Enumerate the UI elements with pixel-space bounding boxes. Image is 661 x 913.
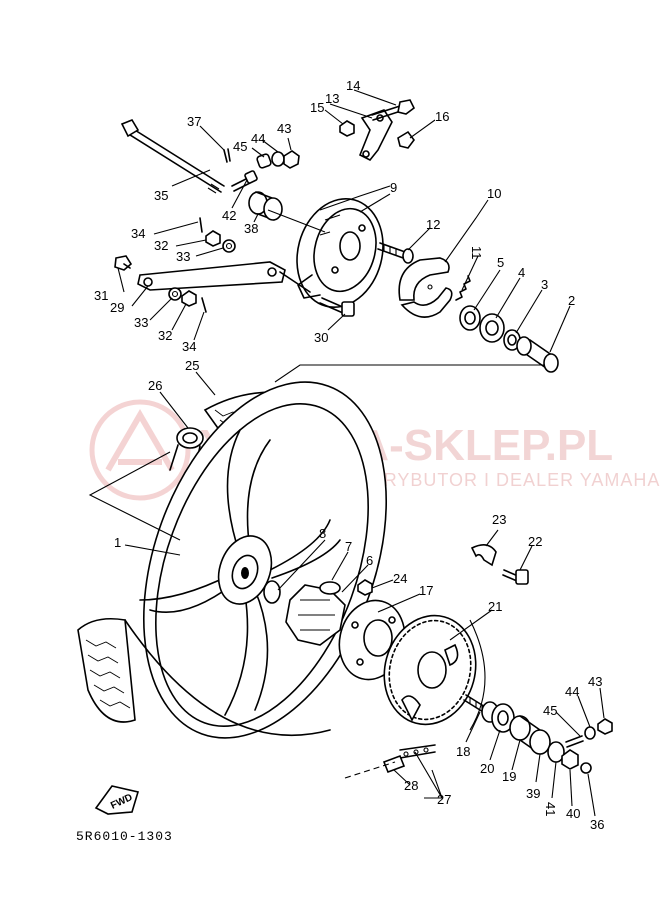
- callout-3: 3: [541, 277, 548, 292]
- part-nut-24: [357, 579, 373, 596]
- callout-30: 30: [314, 330, 328, 345]
- part-wheel-rim: [139, 381, 387, 739]
- callout-15: 15: [310, 100, 324, 115]
- part-rear-sprocket-21: [383, 614, 477, 726]
- callout-22: 22: [528, 534, 542, 549]
- part-camshaft-12: [377, 242, 414, 264]
- callout-5: 5: [497, 255, 504, 270]
- callout-4: 4: [518, 265, 525, 280]
- chain-path-dashed: [344, 761, 396, 779]
- callout-31: 31: [94, 288, 108, 303]
- callout-27: 27: [437, 792, 451, 807]
- part-axle: [120, 119, 225, 194]
- part-adjuster-42: [231, 170, 258, 192]
- callout-17: 17: [419, 583, 433, 598]
- callout-43a: 43: [277, 121, 291, 136]
- callout-8: 8: [319, 526, 326, 541]
- part-spacer-19: [509, 715, 551, 755]
- callout-38: 38: [244, 221, 258, 236]
- callout-35: 35: [154, 188, 168, 203]
- callout-39: 39: [526, 786, 540, 801]
- callout-26: 26: [148, 378, 162, 393]
- callout-12: 12: [426, 217, 440, 232]
- part-bolt-30: [319, 297, 355, 317]
- part-cotter-34-upper: [199, 217, 203, 233]
- part-collar-38: [248, 191, 283, 221]
- callout-24: 24: [393, 571, 407, 586]
- callout-41: 41: [543, 802, 558, 816]
- part-washer-33-lower: [168, 287, 182, 301]
- part-washers-upper: [256, 150, 300, 169]
- callout-11: 11: [469, 246, 484, 260]
- part-nut-32-upper: [205, 230, 221, 247]
- callout-37: 37: [187, 114, 201, 129]
- part-bolt-22: [502, 569, 529, 585]
- chain-outline: [469, 619, 486, 731]
- callout-42: 42: [222, 208, 236, 223]
- callout-29: 29: [110, 300, 124, 315]
- part-brake-shoe-plate: [296, 197, 384, 309]
- part-nut-32-lower: [181, 290, 197, 307]
- part-oil-seal-5: [459, 305, 481, 331]
- callout-40: 40: [566, 806, 580, 821]
- callout-32a: 32: [154, 238, 168, 253]
- part-washer-33-upper: [222, 239, 236, 253]
- callout-23: 23: [492, 512, 506, 527]
- callout-20: 20: [480, 761, 494, 776]
- part-cotter-34-lower: [201, 297, 207, 313]
- leader-lines: [88, 89, 605, 817]
- watermark-logo-icon: [89, 399, 191, 501]
- diagram-code: 5R6010-1303: [76, 829, 173, 844]
- callout-7: 7: [345, 539, 352, 554]
- part-drive-chain-27: [399, 744, 436, 759]
- callout-16: 16: [435, 109, 449, 124]
- part-chain-joint-28: [382, 754, 406, 774]
- callout-6: 6: [366, 553, 373, 568]
- callout-28: 28: [404, 778, 418, 793]
- callout-36: 36: [590, 817, 604, 832]
- callout-2: 2: [568, 293, 575, 308]
- part-bolt-31: [114, 255, 133, 271]
- part-axle-nut-40: [561, 749, 579, 770]
- part-bolt-14: [371, 99, 416, 121]
- callout-44a: 44: [251, 131, 265, 146]
- callout-1: 1: [114, 535, 121, 550]
- callout-14: 14: [346, 78, 360, 93]
- part-spring-11: [455, 275, 471, 301]
- callout-32b: 32: [158, 328, 172, 343]
- callout-25: 25: [185, 358, 199, 373]
- callout-18: 18: [456, 744, 470, 759]
- part-damper-6: [285, 584, 346, 646]
- callout-44b: 44: [565, 684, 579, 699]
- callout-34a: 34: [131, 226, 145, 241]
- callout-45a: 45: [233, 139, 247, 154]
- callout-21: 21: [488, 599, 502, 614]
- callout-34b: 34: [182, 339, 196, 354]
- callout-43b: 43: [588, 674, 602, 689]
- part-nut-15: [339, 120, 355, 137]
- part-link-arm-13: [358, 109, 393, 162]
- callout-13: 13: [325, 91, 339, 106]
- part-cotter-pin-37: [223, 148, 231, 163]
- part-spacer-2: [516, 336, 559, 373]
- callout-numbers: 1 2 3 4 5 6 7 8 9 10 11 12 13 14 15 16 1…: [94, 78, 604, 832]
- callout-19: 19: [502, 769, 516, 784]
- part-clip-16: [397, 130, 415, 149]
- part-bearing-4: [479, 313, 505, 343]
- fwd-arrow-icon: FWD: [94, 785, 140, 815]
- part-tension-bar-29: [137, 261, 311, 293]
- part-clip-23: [470, 544, 497, 567]
- part-brake-shoes: [398, 257, 453, 318]
- callout-33b: 33: [134, 315, 148, 330]
- callout-33a: 33: [176, 249, 190, 264]
- callout-45b: 45: [543, 703, 557, 718]
- part-cotter-36: [580, 762, 592, 774]
- part-tire-lower: [77, 617, 331, 737]
- callout-9: 9: [390, 180, 397, 195]
- callout-10: 10: [487, 186, 501, 201]
- part-collar-7: [319, 581, 341, 595]
